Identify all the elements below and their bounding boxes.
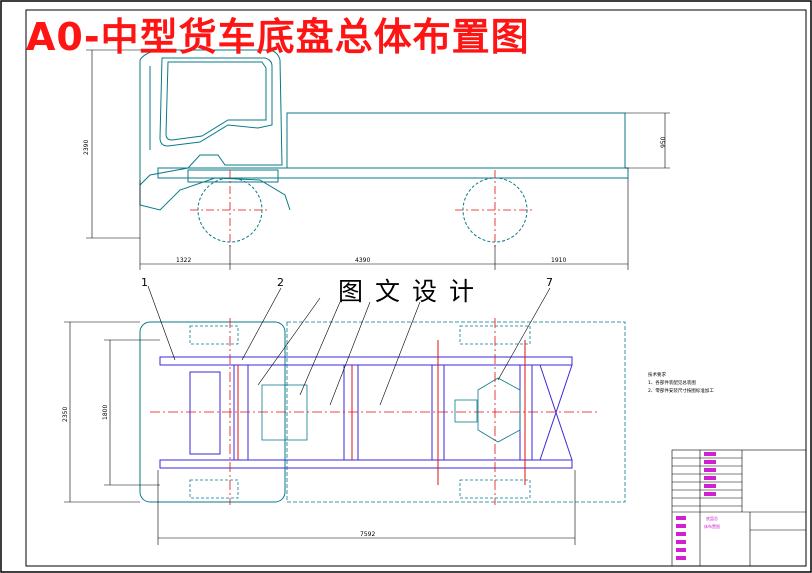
notes-line-1: 1、各部件装配见总装图 (648, 381, 696, 386)
frame-rail-upper (159, 356, 573, 366)
wheel-front-right (189, 479, 239, 499)
dim-frame-width: 1800 (102, 404, 109, 420)
dim-total-length: 7592 (360, 531, 376, 538)
cross-member (343, 364, 359, 461)
title-block-fills (676, 452, 716, 560)
fender (187, 169, 279, 183)
top-dimension-lines (64, 321, 576, 545)
cab-window (159, 57, 273, 147)
drawing-subtitle: 图文设计 (338, 277, 487, 306)
cross-member (233, 364, 249, 461)
cross-member (519, 364, 533, 461)
front-lower-body (139, 177, 291, 211)
chassis-rail (157, 167, 629, 179)
side-dimension-lines (86, 49, 670, 270)
dim-wheelbase: 4390 (355, 257, 371, 264)
gear-housing (454, 399, 478, 423)
cab-outline (139, 49, 283, 187)
dim-track-width: 2350 (62, 406, 69, 422)
notes-line-2: 2、零部件安装尺寸按图标准加工 (648, 389, 714, 394)
cab-window-inner (165, 61, 267, 141)
wheel-front-left (189, 325, 239, 345)
callout-leaders (147, 285, 551, 406)
side-view (139, 49, 629, 243)
technical-notes: 技术要求 1、各部件装配见总装图 2、零部件安装尺寸按图标准加工 (648, 372, 714, 396)
front-axle-box (189, 371, 221, 455)
callout-2: 2 (277, 276, 284, 289)
dim-height-total: 2390 (83, 139, 90, 155)
inner-border (25, 9, 807, 567)
cargo-box (286, 112, 626, 169)
drawing-title: A0-中型货车底盘总体布置图 (26, 15, 530, 59)
callout-1: 1 (141, 276, 148, 289)
title-block (671, 449, 807, 567)
differential (477, 377, 521, 443)
dim-front-overhang: 1322 (176, 257, 192, 264)
dim-rear-overhang: 1910 (551, 257, 567, 264)
callout-7: 7 (546, 276, 553, 289)
drawing-name-line2: 体布置图 (704, 524, 720, 529)
frame-rail-lower (159, 459, 573, 469)
top-view (139, 318, 626, 505)
rear-x-brace (539, 364, 573, 461)
cargo-top-outline (286, 321, 626, 503)
dim-cargo-height: 950 (660, 136, 667, 148)
notes-heading: 技术要求 (648, 373, 666, 378)
engine-block (261, 384, 308, 441)
drawing-name-line1: 底盘总 (706, 516, 718, 521)
side-centerlines (190, 170, 535, 250)
